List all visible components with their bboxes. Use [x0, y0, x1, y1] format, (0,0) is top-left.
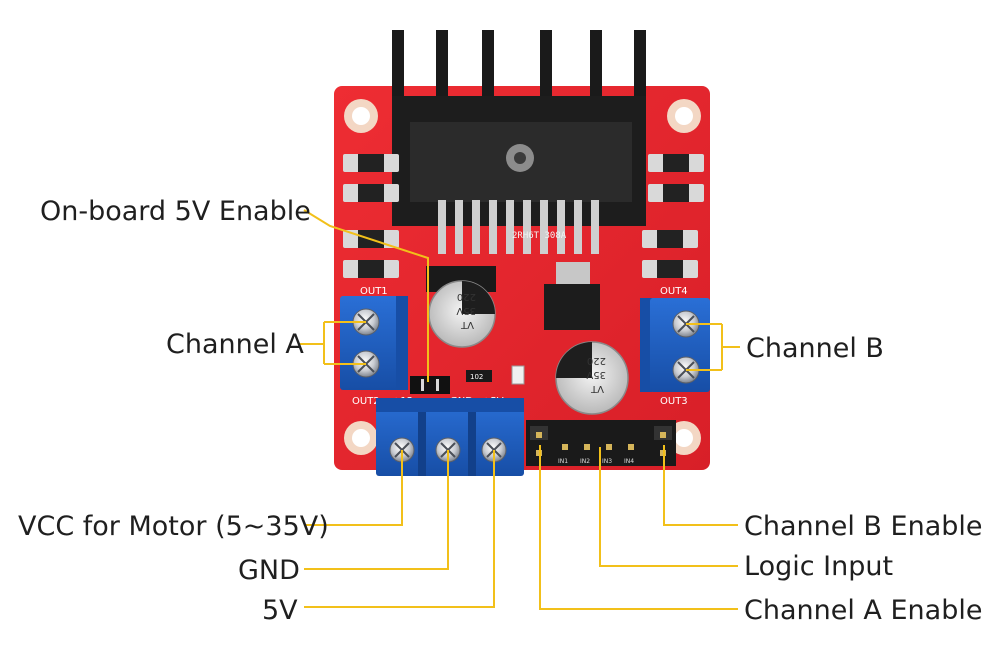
label-logic-input: Logic Input	[744, 551, 894, 582]
label-channel-a: Channel A	[166, 329, 304, 360]
power-led	[511, 365, 525, 385]
label-channel-b-enable: Channel B Enable	[744, 511, 983, 542]
leader-onboard-5v	[303, 209, 429, 382]
5v-enable-jumper	[410, 376, 450, 394]
svg-text:220: 220	[457, 291, 476, 302]
label-5v: 5V	[262, 595, 298, 626]
silk-out2: OUT2	[352, 396, 380, 407]
label-vcc-motor: VCC for Motor (5~35V)	[18, 511, 329, 542]
svg-text:IN3: IN3	[602, 458, 612, 465]
chip-legs	[438, 200, 599, 254]
leader-channel-b-enable	[663, 445, 738, 526]
chip-marking: 2RH6T 308A	[512, 231, 567, 241]
leader-gnd	[304, 450, 449, 570]
label-channel-a-enable: Channel A Enable	[744, 595, 983, 626]
label-channel-b: Channel B	[746, 333, 884, 364]
label-onboard-5v-enable: On-board 5V Enable	[40, 196, 311, 227]
silk-out1: OUT1	[360, 286, 388, 297]
channel-b-terminal	[640, 298, 710, 392]
svg-text:IN1: IN1	[558, 458, 568, 465]
silk-out3: OUT3	[660, 396, 688, 407]
leader-logic-input	[599, 447, 738, 567]
svg-text:IN2: IN2	[580, 458, 590, 465]
channel-a-terminal	[340, 296, 408, 390]
logic-header: IN1 IN2 IN3 IN4	[526, 420, 676, 466]
label-gnd: GND	[238, 555, 300, 586]
svg-text:35V: 35V	[456, 305, 476, 316]
silk-out4: OUT4	[660, 286, 688, 297]
leader-lines	[300, 209, 740, 610]
voltage-regulator	[544, 262, 600, 330]
capacitor-2: VT 35V 220	[555, 341, 629, 415]
leader-channel-a-enable	[539, 445, 738, 610]
svg-text:102: 102	[470, 373, 483, 381]
svg-text:220: 220	[587, 355, 606, 366]
svg-text:IN4: IN4	[624, 458, 634, 465]
svg-text:VT: VT	[460, 319, 474, 330]
leader-vcc	[306, 450, 403, 526]
svg-text:35V: 35V	[586, 369, 606, 380]
svg-text:VT: VT	[590, 383, 604, 394]
heatsink	[392, 30, 646, 226]
diodes-right	[642, 154, 704, 278]
smd-resistor: 102	[466, 370, 492, 382]
power-terminal	[376, 398, 524, 476]
capacitor-1: VT 35V 220	[426, 266, 496, 348]
leader-5v	[304, 450, 495, 608]
